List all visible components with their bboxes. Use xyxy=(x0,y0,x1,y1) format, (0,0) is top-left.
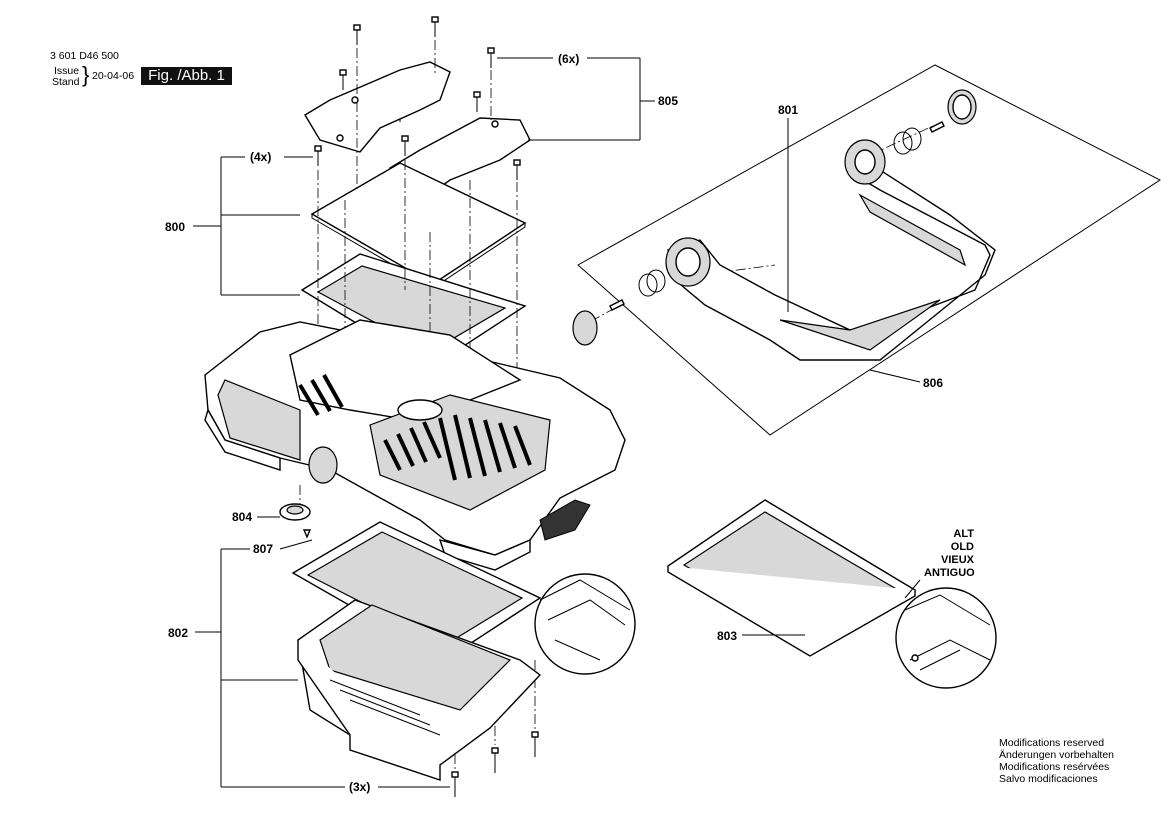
callout-803: 803 xyxy=(717,629,737,643)
callout-labels: (6x) 805 (4x) 800 801 806 804 807 802 (3… xyxy=(165,52,943,794)
springs xyxy=(609,121,945,311)
callout-qty-6x: (6x) xyxy=(558,52,579,66)
callout-805: 805 xyxy=(658,94,678,108)
doc-number: 3 601 D46 500 xyxy=(50,50,119,62)
handle-box-outline xyxy=(577,64,1161,436)
alt-label-de: ALT xyxy=(953,528,974,540)
old-version-labels: ALT OLD VIEUX ANTIGUO xyxy=(924,528,975,580)
brace-icon: } xyxy=(82,62,90,87)
callout-qty-4x: (4x) xyxy=(250,150,271,164)
alt-label-es: ANTIGUO xyxy=(924,567,975,579)
callout-806: 806 xyxy=(923,376,943,390)
callout-800: 800 xyxy=(165,220,185,234)
callout-807: 807 xyxy=(253,542,273,556)
callout-801: 801 xyxy=(778,103,798,117)
main-housing xyxy=(204,319,626,571)
callout-802: 802 xyxy=(168,626,188,640)
gasket-803-old xyxy=(666,499,917,657)
figure-badge: Fig. /Abb. 1 xyxy=(141,67,232,85)
callout-804: 804 xyxy=(232,510,252,524)
alt-label-en: OLD xyxy=(950,541,974,553)
detail-circle-old xyxy=(895,587,997,689)
handle-801 xyxy=(665,139,996,361)
modifications-note: Modifications reserved Änderungen vorbeh… xyxy=(999,737,1114,785)
issue-label: Issue xyxy=(54,65,80,77)
alt-label-fr: VIEUX xyxy=(940,554,974,566)
leaders xyxy=(193,57,921,788)
end-caps xyxy=(572,89,977,346)
issue-date: 20-04-06 xyxy=(92,70,135,82)
note-en: Modifications reserved xyxy=(999,737,1105,749)
container-802 xyxy=(297,599,542,781)
callout-qty-3x: (3x) xyxy=(349,780,370,794)
screws-bottom xyxy=(451,731,539,797)
detail-circle-new xyxy=(534,573,636,675)
note-de: Änderungen vorbehalten xyxy=(999,749,1115,761)
note-fr: Modifications resérvées xyxy=(999,761,1110,773)
note-es: Salvo modificaciones xyxy=(999,773,1098,785)
stand-label: Stand xyxy=(52,76,80,88)
clip-804 xyxy=(279,503,312,539)
